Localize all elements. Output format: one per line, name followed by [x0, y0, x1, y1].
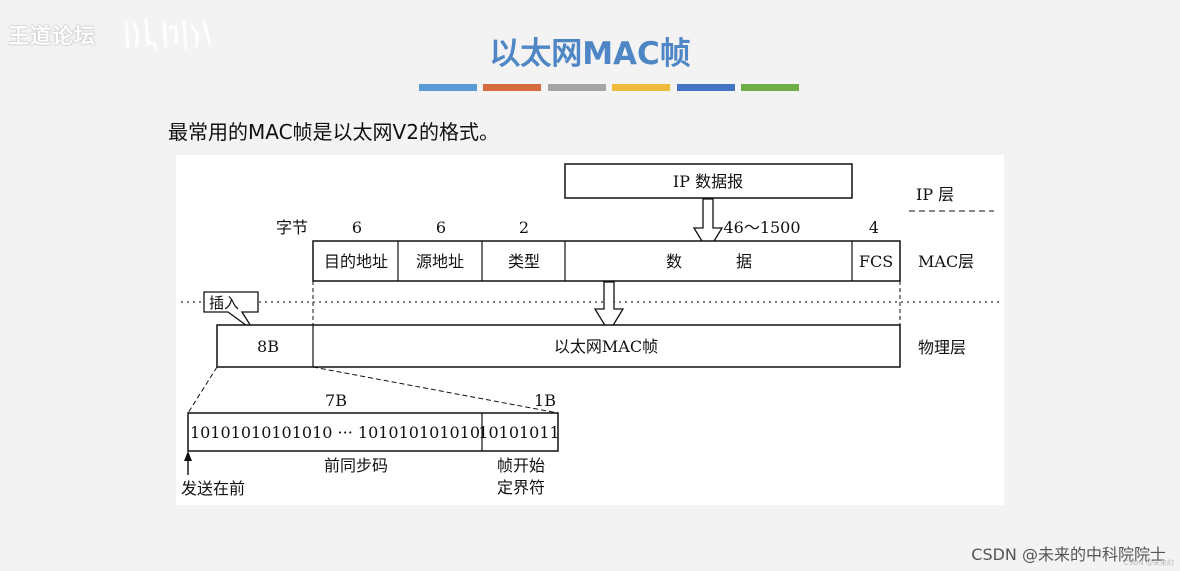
accent-bar [612, 84, 670, 91]
ip-datagram-box [564, 163, 853, 199]
field-type: 类型 [508, 252, 540, 271]
field-fcs: FCS [859, 252, 893, 271]
physical-frame-row [216, 324, 901, 368]
wangdao-logo: 王道论坛 [8, 24, 96, 48]
field-data-2: 据 [736, 252, 752, 271]
field-dest-address: 目的地址 [324, 252, 388, 271]
transmit-arrow-icon [593, 281, 625, 334]
diagram-svg: IP 数据报 IP 层 字节 6 6 2 46～1500 4 目的地址 源地址 … [181, 163, 999, 498]
mac-frame-row [312, 240, 901, 282]
ip-datagram-label: IP 数据报 [673, 172, 743, 191]
slide-subtitle: 最常用的MAC帧是以太网V2的格式。 [168, 120, 499, 144]
mac-frame-diagram: IP 数据报 IP 层 字节 6 6 2 46～1500 4 目的地址 源地址 … [176, 155, 1004, 505]
csdn-watermark: CSDN @未来的中科院院士 [971, 545, 1166, 564]
title-accent-bars [419, 84, 805, 91]
field-size-data: 46～1500 [723, 218, 800, 237]
insert-label: 插入 [209, 294, 239, 312]
sfd-bits: 10101011 [478, 423, 559, 442]
field-size-type: 2 [519, 218, 529, 237]
sfd-bytes: 1B [534, 391, 556, 410]
preamble-detail-row [187, 412, 559, 452]
frame-label: 以太网MAC帧 [554, 337, 658, 356]
field-data-1: 数 [666, 252, 682, 271]
send-first-arrow-icon [184, 451, 192, 461]
accent-bar [548, 84, 606, 91]
accent-bar [741, 84, 799, 91]
field-size-fcs: 4 [869, 218, 879, 237]
accent-bar [677, 84, 735, 91]
accent-bar [483, 84, 541, 91]
slide-title: 以太网MAC帧 [489, 36, 691, 72]
logo-calligraphy-mark [124, 18, 212, 50]
preamble-size: 8B [257, 337, 279, 356]
bytes-label: 字节 [276, 218, 308, 237]
physical-layer-label: 物理层 [918, 338, 966, 357]
encapsulate-arrow-icon [692, 198, 724, 253]
sfd-name-line1: 帧开始 [497, 456, 545, 475]
ip-layer-label: IP 层 [916, 185, 954, 204]
faint-watermark: CSDN @未来的 [1123, 559, 1174, 567]
mac-layer-label: MAC层 [918, 252, 974, 271]
preamble-bytes: 7B [325, 391, 347, 410]
sfd-name-line2: 定界符 [497, 478, 545, 497]
preamble-bits: 10101010101010 ··· 101010101010 [190, 423, 480, 442]
insert-callout [203, 291, 259, 332]
field-size-src: 6 [436, 218, 446, 237]
accent-bar [419, 84, 477, 91]
send-first-label: 发送在前 [181, 479, 245, 498]
preamble-name: 前同步码 [324, 456, 388, 475]
field-src-address: 源地址 [416, 252, 464, 271]
field-size-dest: 6 [352, 218, 362, 237]
